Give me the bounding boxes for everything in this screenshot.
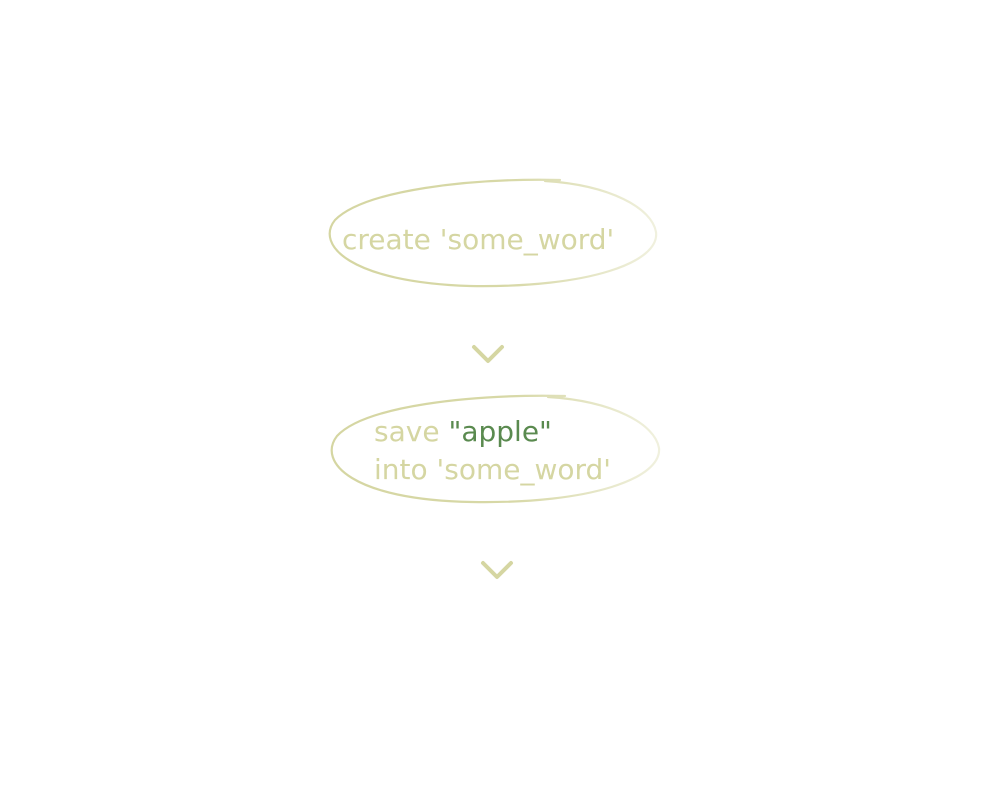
node-2-shape <box>330 394 661 504</box>
string-literal-token: "apple" <box>448 415 552 448</box>
arrow-1 <box>472 306 504 363</box>
node-2-line-1: save "apple" <box>374 413 611 451</box>
node-2-label: save "apple" into 'some_word' <box>374 413 611 489</box>
keyword-token: into 'some_word' <box>374 453 611 486</box>
node-1-label: create 'some_word' <box>342 221 614 259</box>
node-2-line-2: into 'some_word' <box>374 451 611 489</box>
arrow-2 <box>481 522 513 579</box>
keyword-token: save <box>374 415 449 448</box>
node-1-line-1: create 'some_word' <box>342 221 614 259</box>
keyword-token: create 'some_word' <box>342 223 615 256</box>
node-1-shape <box>328 178 658 288</box>
